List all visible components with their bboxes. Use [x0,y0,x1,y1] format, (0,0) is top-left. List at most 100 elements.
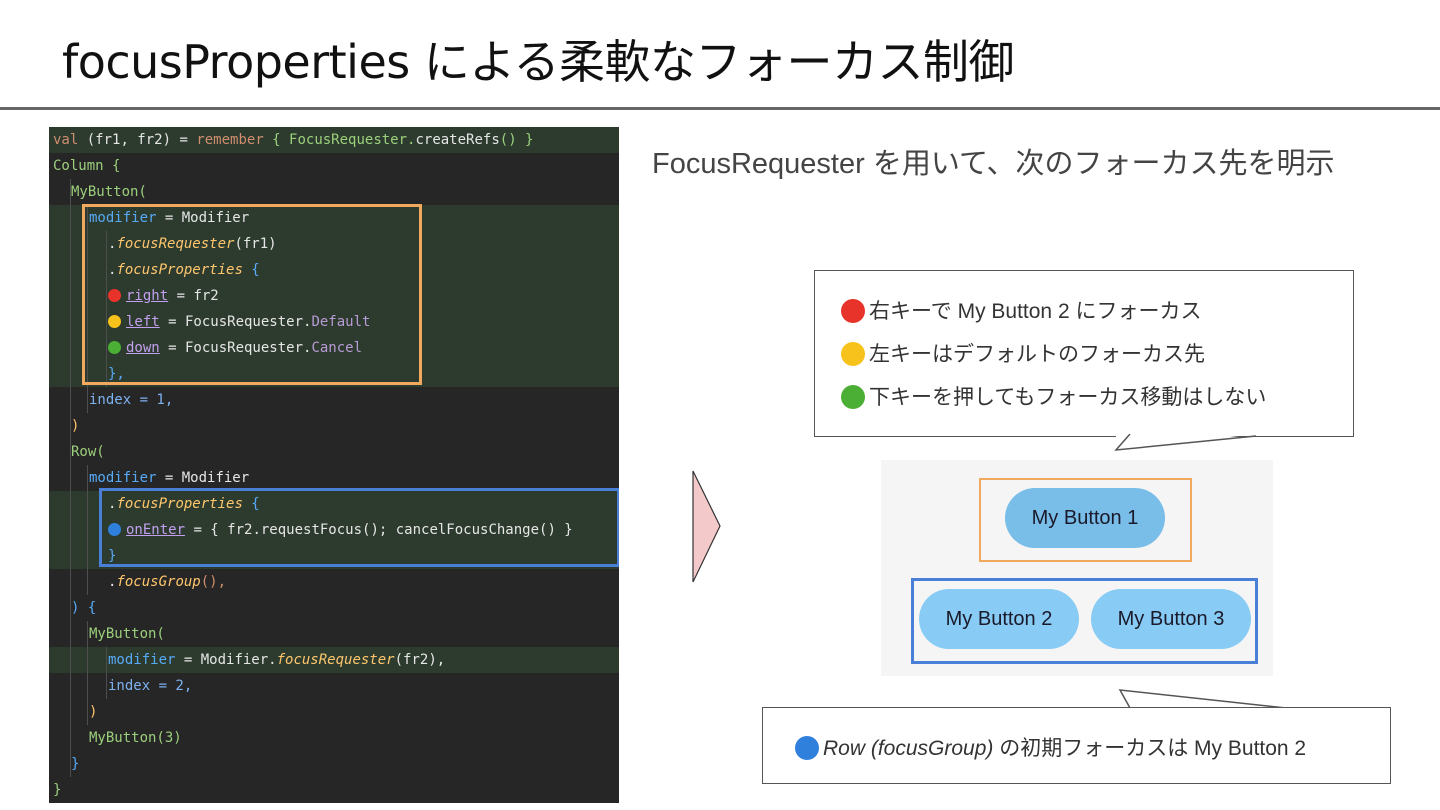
red-circle-icon [841,299,865,323]
code-line-23: ) [89,704,98,720]
code-line-3: MyButton( [71,184,147,200]
code-token: = Modifier. [175,652,277,668]
code-line-7: right = fr2 [108,283,219,309]
callout-rest-text: の初期フォーカスは My Button 2 [993,737,1307,760]
code-line-2: Column { [53,158,121,174]
right-arrow-icon [692,470,721,583]
focus-group-box-blue [911,578,1258,664]
ui-preview: My Button 1 My Button 2 My Button 3 [881,460,1273,676]
code-token: createRefs [415,132,500,148]
code-token: down [126,340,160,356]
callout-row-green: 下キーを押してもフォーカス移動はしない [841,381,1266,411]
yellow-circle-icon [108,315,121,328]
code-token: remember [196,132,264,148]
my-button-3[interactable]: My Button 3 [1091,589,1251,649]
focus-group-callout: Row (focusGroup) の初期フォーカスは My Button 2 [762,707,1391,784]
yellow-circle-icon [841,342,865,366]
code-line-9: down = FocusRequester.Cancel [108,335,362,361]
line-highlight [49,205,619,387]
code-line-8: left = FocusRequester.Default [108,309,370,335]
callout-text: 下キーを押してもフォーカス移動はしない [869,386,1267,409]
code-line-24: MyButton(3) [89,730,182,746]
code-token: (), [200,574,227,590]
code-token: modifier [89,210,157,226]
indent-guide [87,465,88,595]
code-token: { [242,496,260,512]
blue-circle-icon [108,523,121,536]
blue-circle-icon [795,736,819,760]
code-token: modifier [89,470,157,486]
code-line-4: modifier = Modifier [89,205,249,231]
callout-text: Row (focusGroup) の初期フォーカスは My Button 2 [795,732,1306,762]
code-token: focusRequester [116,236,235,252]
code-token: { FocusRequester. [263,132,416,148]
line-highlight [49,647,619,673]
code-line-22: index = 2, [108,678,193,694]
code-token: left [126,314,160,330]
code-token: = Modifier [156,470,250,486]
code-token: { [242,262,260,278]
my-button-1[interactable]: My Button 1 [1005,488,1165,548]
code-token: . [108,574,117,590]
indent-guide [87,621,88,725]
indent-guide [87,205,88,413]
code-line-14: modifier = Modifier [89,465,249,491]
indent-guide [70,179,71,777]
code-token: focusProperties [116,262,243,278]
code-line-20: MyButton( [89,626,165,642]
code-token: focusGroup [116,574,201,590]
code-line-11: index = 1, [89,392,174,408]
callout-row-red: 右キーで My Button 2 にフォーカス [841,295,1201,325]
indent-guide [106,647,107,699]
line-highlight [49,127,619,153]
code-token: . [108,496,117,512]
code-line-18: .focusGroup(), [108,569,226,595]
code-line-13: Row( [71,444,105,460]
title-divider [0,107,1440,110]
code-token: = Modifier [156,210,250,226]
code-token: = FocusRequester. [159,314,312,330]
code-line-15: .focusProperties { [108,491,260,517]
code-token: (fr1, fr2) = [78,132,197,148]
indent-guide [106,231,107,387]
code-token: . [108,236,117,252]
code-line-5: .focusRequester(fr1) [108,231,277,257]
callout-row-yellow: 左キーはデフォルトのフォーカス先 [841,338,1205,368]
line-highlight [49,491,619,569]
code-line-25: } [71,756,80,772]
slide-title: focusProperties による柔軟なフォーカス制御 [62,35,1014,89]
callout-italic-text: Row (focusGroup) [823,737,994,760]
code-token: onEnter [126,522,186,538]
code-token: (fr2), [394,652,446,668]
code-line-19: ) { [71,600,97,616]
code-token: = { fr2.requestFocus(); cancelFocusChang… [185,522,573,538]
code-token: focusProperties [116,496,243,512]
code-line-21: modifier = Modifier.focusRequester(fr2), [108,647,445,673]
focus-group-highlight-box [99,488,619,567]
code-line-12: ) [71,418,80,434]
code-line-26: } [53,782,62,798]
code-token: = FocusRequester. [159,340,312,356]
code-token: (fr1) [234,236,277,252]
green-circle-icon [108,341,121,354]
code-token: right [126,288,169,304]
code-line-10: }, [108,366,125,382]
code-token: val [53,132,79,148]
callout-pointer [1114,434,1257,451]
code-line-17: } [108,548,117,564]
callout-pointer [1118,689,1287,709]
subtitle: FocusRequester を用いて、次のフォーカス先を明示 [652,148,1335,180]
code-editor-panel: val (fr1, fr2) = remember { FocusRequest… [49,127,619,803]
code-line-6: .focusProperties { [108,257,260,283]
green-circle-icon [841,385,865,409]
code-line-16: onEnter = { fr2.requestFocus(); cancelFo… [108,517,573,543]
code-token: . [108,262,117,278]
my-button-2[interactable]: My Button 2 [919,589,1079,649]
focus-properties-highlight-box [82,204,422,385]
focus-box-orange [979,478,1192,562]
code-line-1: val (fr1, fr2) = remember { FocusRequest… [53,127,533,153]
red-circle-icon [108,289,121,302]
callout-text: 左キーはデフォルトのフォーカス先 [869,343,1205,366]
key-behavior-callout: 右キーで My Button 2 にフォーカス 左キーはデフォルトのフォーカス先… [814,270,1354,437]
code-token: modifier [108,652,176,668]
